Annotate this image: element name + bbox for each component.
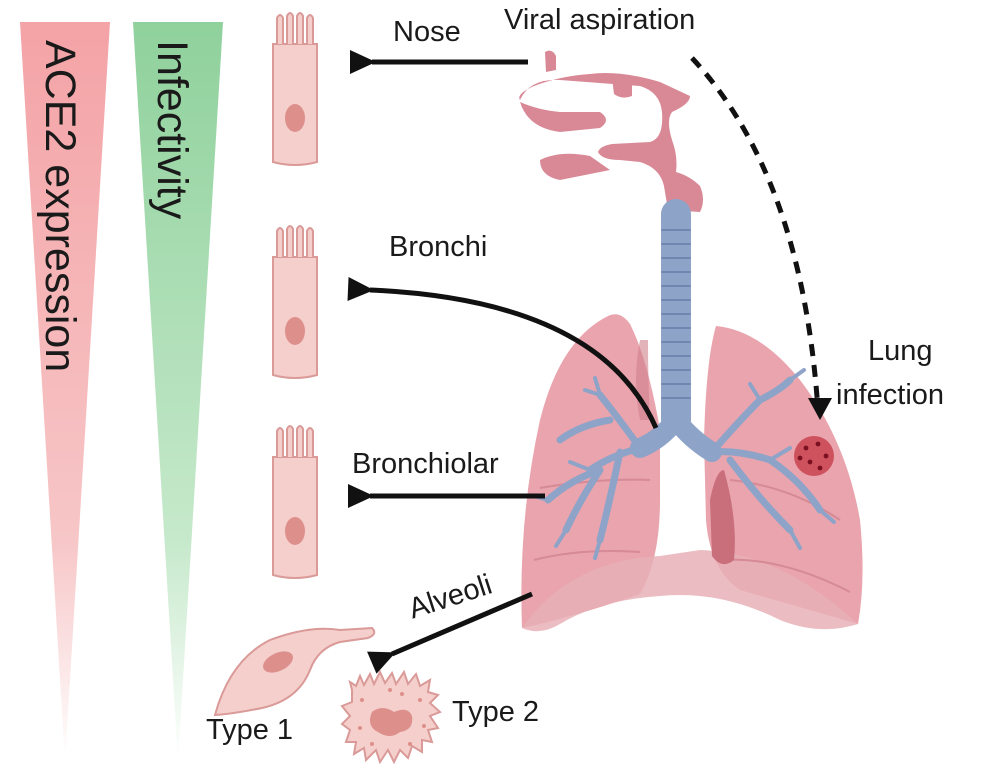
type2-label: Type 2 <box>452 696 539 728</box>
ace2-expression-label: ACE2 expression <box>36 40 84 372</box>
bronchiolar-epithelial-cell-icon <box>273 426 317 578</box>
infectivity-label: Infectivity <box>148 40 196 220</box>
upper-airway-illustration <box>519 51 703 212</box>
viral-aspiration-label: Viral aspiration <box>504 4 695 36</box>
nose-label: Nose <box>393 16 461 48</box>
lung-infection-label-line1: Lung <box>868 335 933 367</box>
lung-infection-label-line2: infection <box>836 379 944 411</box>
bronchi-label: Bronchi <box>389 231 487 263</box>
bronchial-epithelial-cell-icon <box>273 226 317 378</box>
type1-label: Type 1 <box>206 714 293 746</box>
infection-spot-icon <box>794 436 834 476</box>
nasal-epithelial-cell-icon <box>273 13 317 165</box>
alveolar-type2-cell-icon <box>342 672 440 762</box>
bronchiolar-label: Bronchiolar <box>352 448 499 480</box>
